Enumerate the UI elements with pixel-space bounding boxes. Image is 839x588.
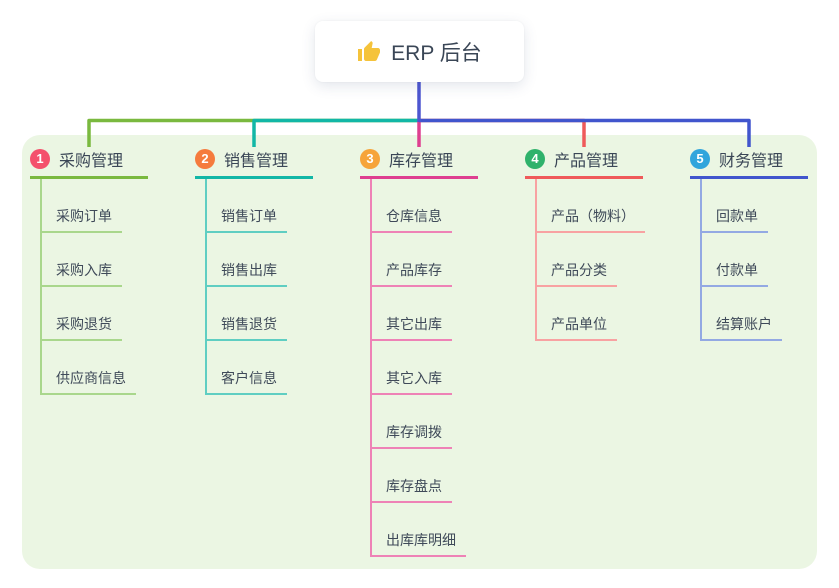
child-item[interactable]: 采购入库: [42, 233, 122, 287]
branch-title: 产品管理: [554, 153, 619, 170]
child-item[interactable]: 供应商信息: [42, 341, 136, 395]
branch-4: 4 产品管理产品（物料）产品分类产品单位: [525, 147, 645, 341]
branch-header-5[interactable]: 5 财务管理: [690, 147, 808, 179]
branch-header-4[interactable]: 4 产品管理: [525, 147, 643, 179]
child-item[interactable]: 销售出库: [207, 233, 287, 287]
root-node-label: ERP 后台: [391, 41, 482, 65]
branch-title: 销售管理: [224, 153, 289, 170]
branch-number-badge: 3: [360, 149, 380, 169]
branch-header-3[interactable]: 3 库存管理: [360, 147, 478, 179]
child-item[interactable]: 销售退货: [207, 287, 287, 341]
child-item[interactable]: 销售订单: [207, 179, 287, 233]
branch-title: 库存管理: [389, 153, 454, 170]
branch-children: 产品（物料）产品分类产品单位: [535, 179, 645, 341]
branch-5: 5 财务管理回款单付款单结算账户: [690, 147, 808, 341]
child-item[interactable]: 回款单: [702, 179, 768, 233]
branch-children: 仓库信息产品库存其它出库其它入库库存调拨库存盘点出库库明细: [370, 179, 478, 557]
branch-header-1[interactable]: 1 采购管理: [30, 147, 148, 179]
child-item[interactable]: 产品分类: [537, 233, 617, 287]
child-item[interactable]: 其它出库: [372, 287, 452, 341]
thumbs-up-icon: [357, 40, 381, 64]
child-item[interactable]: 产品单位: [537, 287, 617, 341]
child-item[interactable]: 产品（物料）: [537, 179, 645, 233]
child-item[interactable]: 结算账户: [702, 287, 782, 341]
branch-children: 回款单付款单结算账户: [700, 179, 808, 341]
child-item[interactable]: 付款单: [702, 233, 768, 287]
child-item[interactable]: 仓库信息: [372, 179, 452, 233]
branch-header-2[interactable]: 2 销售管理: [195, 147, 313, 179]
root-node[interactable]: ERP 后台: [315, 21, 524, 82]
child-item[interactable]: 出库库明细: [372, 503, 466, 557]
branch-number-badge: 4: [525, 149, 545, 169]
branch-children: 采购订单采购入库采购退货供应商信息: [40, 179, 148, 395]
child-item[interactable]: 其它入库: [372, 341, 452, 395]
branch-number-badge: 2: [195, 149, 215, 169]
child-item[interactable]: 客户信息: [207, 341, 287, 395]
branch-title: 采购管理: [59, 153, 124, 170]
child-item[interactable]: 产品库存: [372, 233, 452, 287]
branch-3: 3 库存管理仓库信息产品库存其它出库其它入库库存调拨库存盘点出库库明细: [360, 147, 478, 557]
child-item[interactable]: 采购订单: [42, 179, 122, 233]
branch-1: 1 采购管理采购订单采购入库采购退货供应商信息: [30, 147, 148, 395]
child-item[interactable]: 库存调拨: [372, 395, 452, 449]
branch-number-badge: 5: [690, 149, 710, 169]
child-item[interactable]: 采购退货: [42, 287, 122, 341]
branch-title: 财务管理: [719, 153, 784, 170]
branch-number-badge: 1: [30, 149, 50, 169]
child-item[interactable]: 库存盘点: [372, 449, 452, 503]
branch-2: 2 销售管理销售订单销售出库销售退货客户信息: [195, 147, 313, 395]
branch-children: 销售订单销售出库销售退货客户信息: [205, 179, 313, 395]
background-panel: [22, 135, 817, 569]
